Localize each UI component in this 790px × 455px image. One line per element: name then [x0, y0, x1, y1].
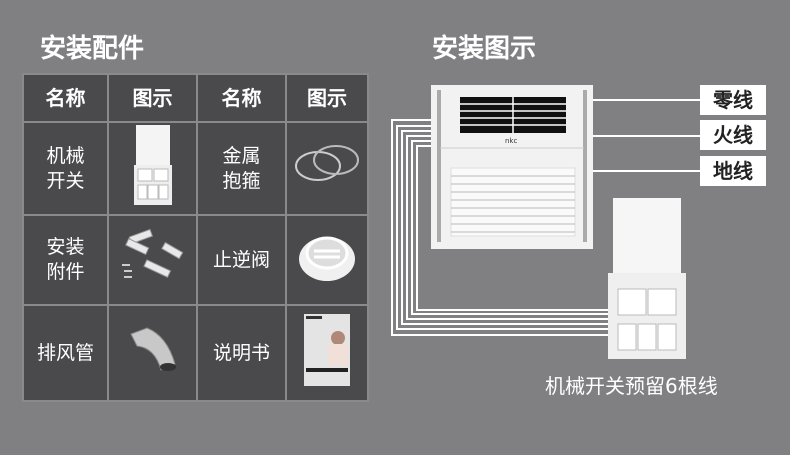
exhaust-duct-image — [107, 304, 198, 402]
manual-image — [285, 304, 369, 402]
ground-wire-label: 地线 — [700, 156, 766, 186]
item-name: 止逆阀 — [196, 214, 287, 306]
table-row: 排风管 说明书 — [22, 304, 369, 402]
header-image: 图示 — [107, 73, 198, 123]
bath-heater-panel: nkc — [431, 85, 593, 249]
brand-logo: nkc — [505, 137, 517, 145]
header-image: 图示 — [285, 73, 369, 123]
accessories-table: 名称 图示 名称 图示 机械开关 金属抱箍 安装附件 止逆阀 排风管 说明书 — [22, 73, 369, 402]
wires — [391, 99, 700, 336]
table-row: 机械开关 金属抱箍 — [22, 121, 369, 216]
item-name: 机械开关 — [22, 121, 109, 216]
installation-title: 安装图示 — [432, 34, 537, 64]
mechanical-switch — [608, 198, 686, 359]
check-valve-image — [285, 214, 369, 306]
neutral-wire-label: 零线 — [700, 85, 766, 115]
header-name: 名称 — [22, 73, 109, 123]
item-name: 安装附件 — [22, 214, 109, 306]
mechanical-switch-image — [107, 121, 198, 216]
table-row: 安装附件 止逆阀 — [22, 214, 369, 306]
header-name: 名称 — [196, 73, 287, 123]
item-name: 金属抱箍 — [196, 121, 287, 216]
mounting-brackets-image — [107, 214, 198, 306]
switch-caption: 机械开关预留6根线 — [545, 374, 718, 398]
item-name: 说明书 — [196, 304, 287, 402]
metal-clamp-image — [285, 121, 369, 216]
accessories-title: 安装配件 — [40, 34, 145, 64]
item-name: 排风管 — [22, 304, 109, 402]
live-wire-label: 火线 — [700, 120, 766, 150]
